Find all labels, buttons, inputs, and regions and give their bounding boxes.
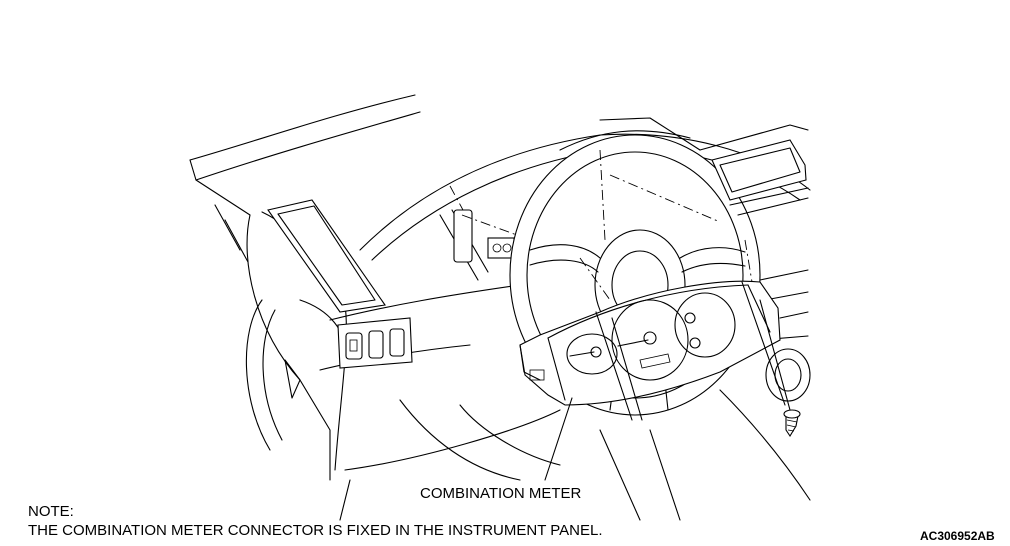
screw-icon — [783, 409, 801, 438]
note-heading: NOTE: — [28, 503, 74, 520]
figure-id: AC306952AB — [920, 529, 995, 543]
combination-meter-label: COMBINATION METER — [420, 485, 582, 502]
note-text: THE COMBINATION METER CONNECTOR IS FIXED… — [28, 522, 603, 539]
direction-lines — [595, 281, 791, 421]
instrument-panel-outline — [189, 94, 811, 521]
callout-leader-line — [544, 397, 573, 481]
switch-panel — [337, 317, 413, 369]
